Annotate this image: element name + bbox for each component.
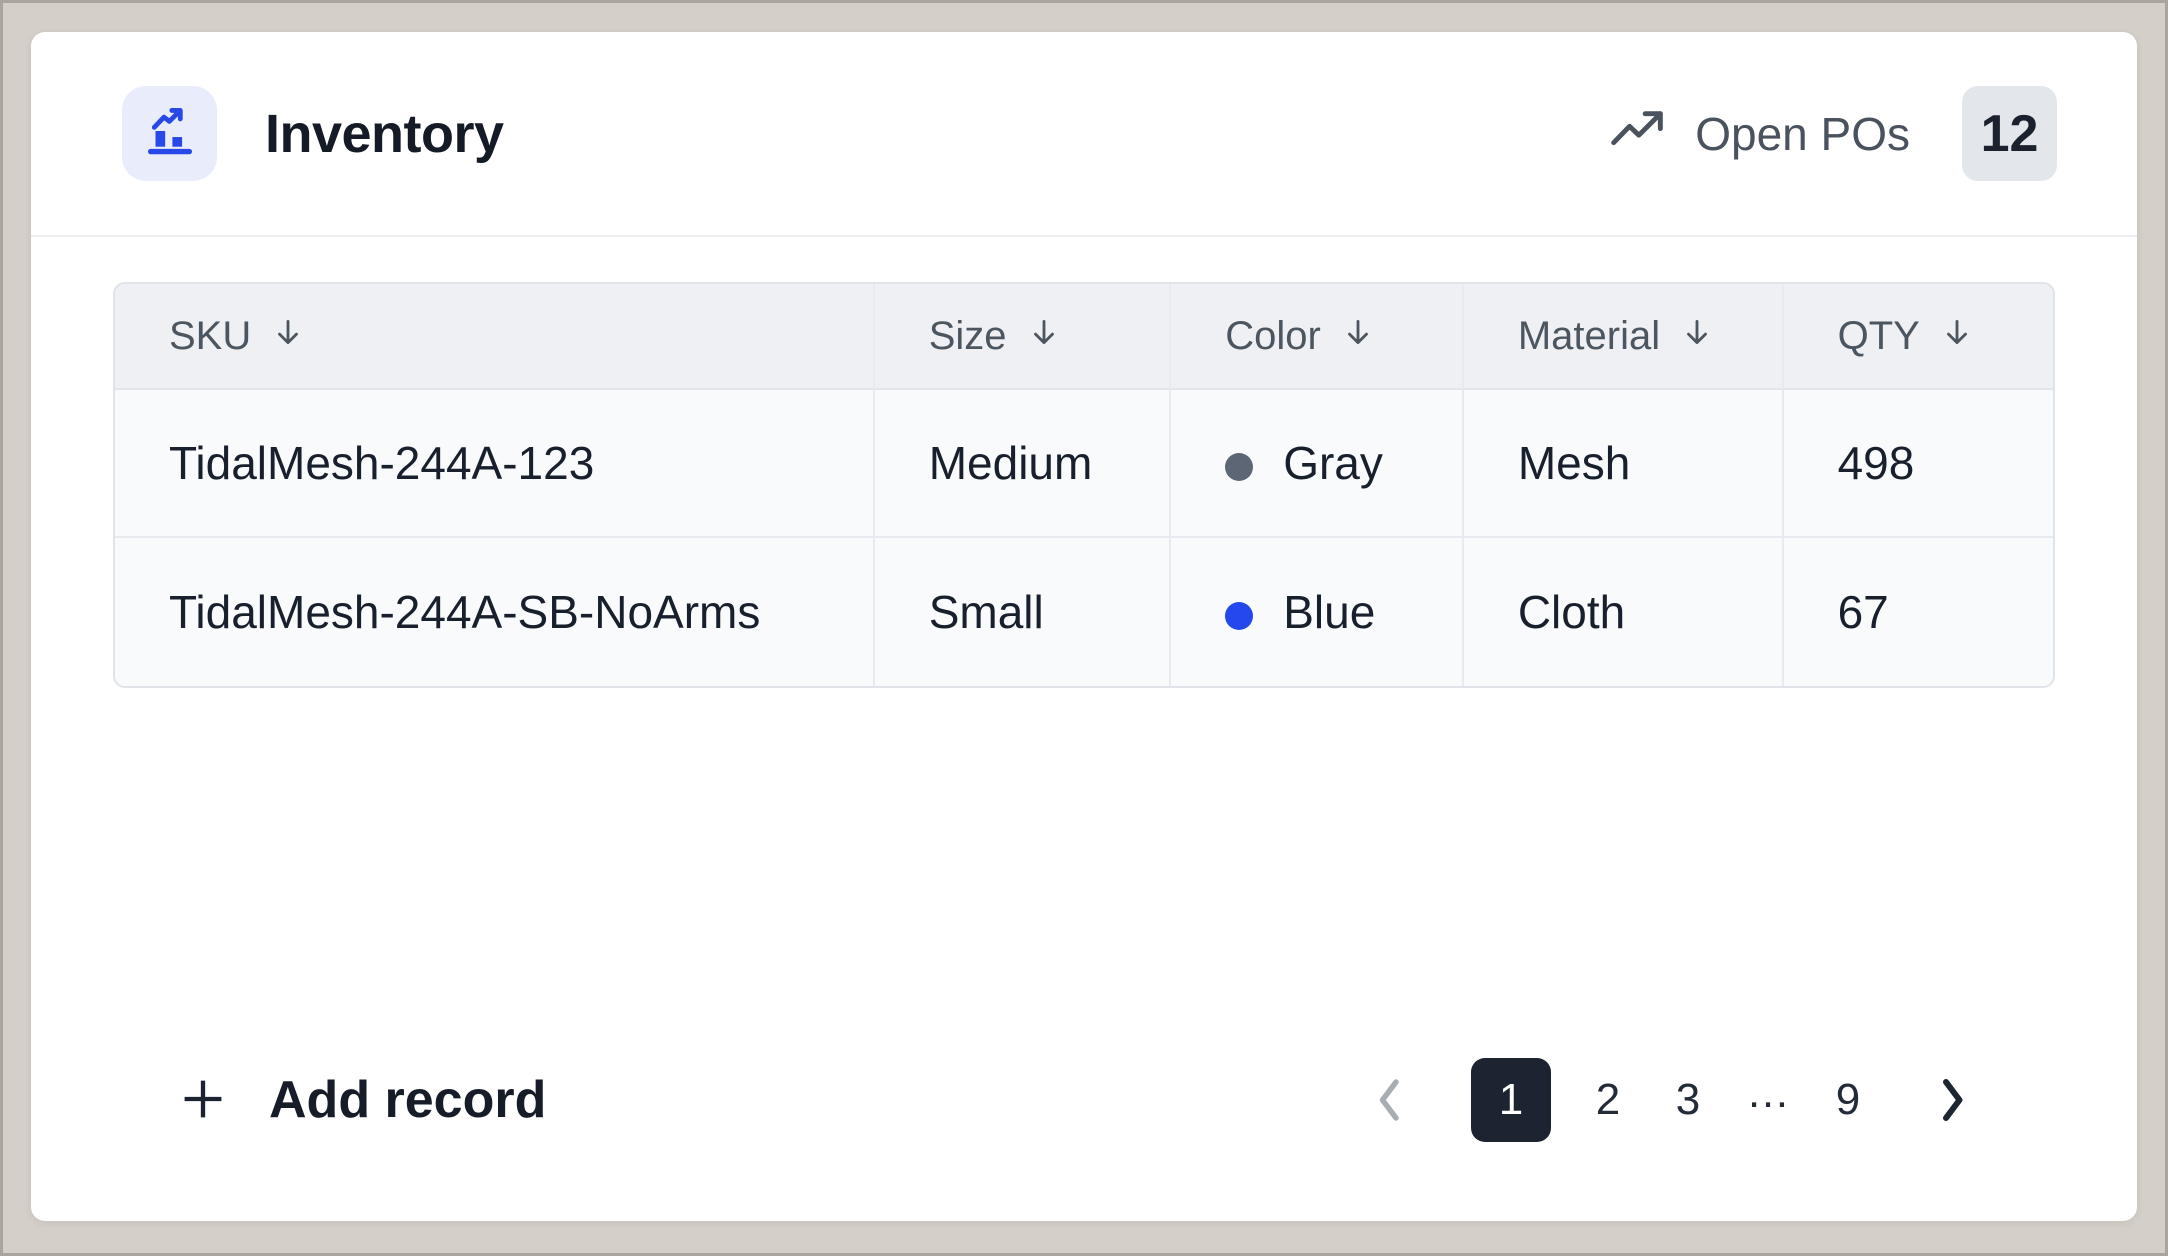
plus-icon	[177, 1073, 229, 1128]
bar-chart-trending-up-icon	[141, 102, 199, 165]
open-pos-label: Open POs	[1695, 107, 1910, 160]
inventory-table: SKU Size	[113, 282, 2055, 688]
arrow-down-icon	[271, 314, 305, 359]
pagination: 1 2 3 … 9	[1367, 1058, 1975, 1142]
open-pos-count-badge: 12	[1962, 86, 2057, 181]
pagination-ellipsis: …	[1746, 1068, 1790, 1117]
page-button-2[interactable]: 2	[1585, 1058, 1631, 1142]
inventory-card: Inventory Open POs 12	[31, 32, 2137, 1221]
chevron-left-icon[interactable]	[1367, 1058, 1413, 1142]
color-dot	[1225, 602, 1254, 630]
column-label: Color	[1225, 313, 1321, 358]
page-button-3[interactable]: 3	[1665, 1058, 1711, 1142]
app-icon-tile	[122, 86, 217, 181]
column-header-color[interactable]: Color	[1171, 284, 1464, 390]
column-label: Material	[1517, 313, 1661, 358]
column-label: Size	[928, 313, 1007, 358]
table-row[interactable]: TidalMesh-244A-SB-NoArms Small Blue Clot…	[115, 538, 2053, 686]
cell-size[interactable]: Small	[874, 538, 1172, 686]
cell-color[interactable]: Blue	[1171, 538, 1464, 686]
cell-material[interactable]: Mesh	[1463, 390, 1784, 538]
add-record-button[interactable]: Add record	[177, 1070, 546, 1130]
trending-up-icon	[1609, 103, 1665, 164]
cell-qty[interactable]: 498	[1783, 390, 2053, 538]
column-label: SKU	[169, 313, 252, 358]
cell-material[interactable]: Cloth	[1463, 538, 1784, 686]
page-title: Inventory	[265, 103, 504, 164]
column-header-material[interactable]: Material	[1463, 284, 1784, 390]
cell-color[interactable]: Gray	[1171, 390, 1464, 538]
cell-qty[interactable]: 67	[1783, 538, 2053, 686]
page-button-9[interactable]: 9	[1825, 1058, 1871, 1142]
cell-size[interactable]: Medium	[874, 390, 1172, 538]
arrow-down-icon	[1940, 314, 1974, 359]
color-label: Gray	[1283, 437, 1383, 489]
arrow-down-icon	[1680, 314, 1714, 359]
open-pos-stat[interactable]: Open POs 12	[1609, 86, 2057, 181]
cell-sku[interactable]: TidalMesh-244A-123	[115, 390, 875, 538]
table-header-row: SKU Size	[115, 284, 2053, 390]
arrow-down-icon	[1341, 314, 1375, 359]
cell-sku[interactable]: TidalMesh-244A-SB-NoArms	[115, 538, 875, 686]
column-header-sku[interactable]: SKU	[115, 284, 875, 390]
column-header-size[interactable]: Size	[874, 284, 1172, 390]
column-label: QTY	[1837, 313, 1920, 358]
color-label: Blue	[1283, 586, 1376, 638]
chevron-right-icon[interactable]	[1929, 1058, 1975, 1142]
page-button-1[interactable]: 1	[1471, 1058, 1551, 1142]
arrow-down-icon	[1027, 314, 1061, 359]
card-footer: Add record 1 2 3 … 9	[177, 1050, 1975, 1150]
column-header-qty[interactable]: QTY	[1783, 284, 2053, 390]
table-row[interactable]: TidalMesh-244A-123 Medium Gray Mesh 498	[115, 390, 2053, 538]
color-dot	[1225, 453, 1254, 481]
add-record-label: Add record	[269, 1071, 547, 1129]
card-header: Inventory Open POs 12	[31, 32, 2137, 237]
